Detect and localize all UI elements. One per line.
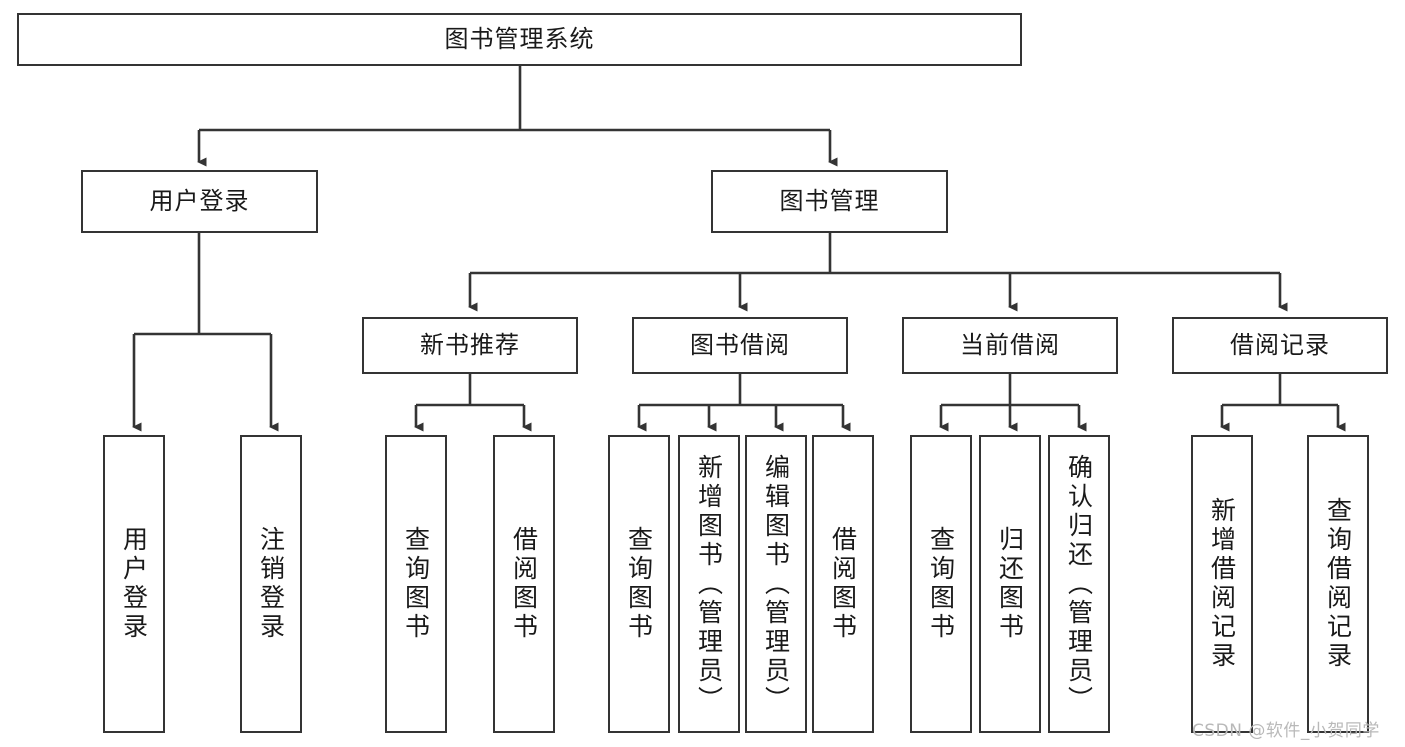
node-leaf-user-login-label: 用户登录 xyxy=(119,526,149,642)
node-leaf-query-book-2-label: 查询图书 xyxy=(624,526,654,642)
node-leaf-borrow-book-1-label: 借阅图书 xyxy=(509,526,539,642)
node-current-borrow-label: 当前借阅 xyxy=(960,331,1060,360)
node-leaf-query-book-1[interactable]: 查询图书 xyxy=(385,435,447,733)
node-leaf-logout[interactable]: 注销登录 xyxy=(240,435,302,733)
node-leaf-edit-book[interactable]: 编辑图书（管理员） xyxy=(745,435,807,733)
node-borrow-record[interactable]: 借阅记录 xyxy=(1172,317,1388,374)
node-new-book-rec-label: 新书推荐 xyxy=(420,331,520,360)
node-leaf-query-book-3-label: 查询图书 xyxy=(926,526,956,642)
node-root[interactable]: 图书管理系统 xyxy=(17,13,1022,66)
node-current-borrow[interactable]: 当前借阅 xyxy=(902,317,1118,374)
node-book-manage-label: 图书管理 xyxy=(779,187,880,216)
node-leaf-logout-label: 注销登录 xyxy=(256,526,286,642)
node-leaf-add-record-label: 新增借阅记录 xyxy=(1207,497,1237,671)
node-leaf-edit-book-label: 编辑图书（管理员） xyxy=(761,453,791,715)
node-leaf-query-record[interactable]: 查询借阅记录 xyxy=(1307,435,1369,733)
watermark-csdn: CSDN @软件_小贺同学 xyxy=(1192,721,1380,741)
node-root-label: 图书管理系统 xyxy=(444,25,595,54)
node-new-book-rec[interactable]: 新书推荐 xyxy=(362,317,578,374)
node-leaf-confirm-return-label: 确认归还（管理员） xyxy=(1064,453,1094,715)
node-leaf-return-book[interactable]: 归还图书 xyxy=(979,435,1041,733)
node-leaf-user-login[interactable]: 用户登录 xyxy=(103,435,165,733)
node-leaf-confirm-return[interactable]: 确认归还（管理员） xyxy=(1048,435,1110,733)
node-leaf-return-book-label: 归还图书 xyxy=(995,526,1025,642)
node-book-manage[interactable]: 图书管理 xyxy=(711,170,948,233)
node-leaf-query-book-2[interactable]: 查询图书 xyxy=(608,435,670,733)
node-user-login[interactable]: 用户登录 xyxy=(81,170,318,233)
node-leaf-borrow-book-2-label: 借阅图书 xyxy=(828,526,858,642)
node-leaf-borrow-book-1[interactable]: 借阅图书 xyxy=(493,435,555,733)
node-leaf-query-book-1-label: 查询图书 xyxy=(401,526,431,642)
node-book-borrow[interactable]: 图书借阅 xyxy=(632,317,848,374)
node-leaf-borrow-book-2[interactable]: 借阅图书 xyxy=(812,435,874,733)
node-borrow-record-label: 借阅记录 xyxy=(1230,331,1330,360)
node-book-borrow-label: 图书借阅 xyxy=(690,331,790,360)
node-leaf-add-book-label: 新增图书（管理员） xyxy=(694,453,724,715)
node-leaf-add-record[interactable]: 新增借阅记录 xyxy=(1191,435,1253,733)
node-leaf-add-book[interactable]: 新增图书（管理员） xyxy=(678,435,740,733)
node-leaf-query-book-3[interactable]: 查询图书 xyxy=(910,435,972,733)
node-user-login-label: 用户登录 xyxy=(149,187,250,216)
node-leaf-query-record-label: 查询借阅记录 xyxy=(1323,497,1353,671)
